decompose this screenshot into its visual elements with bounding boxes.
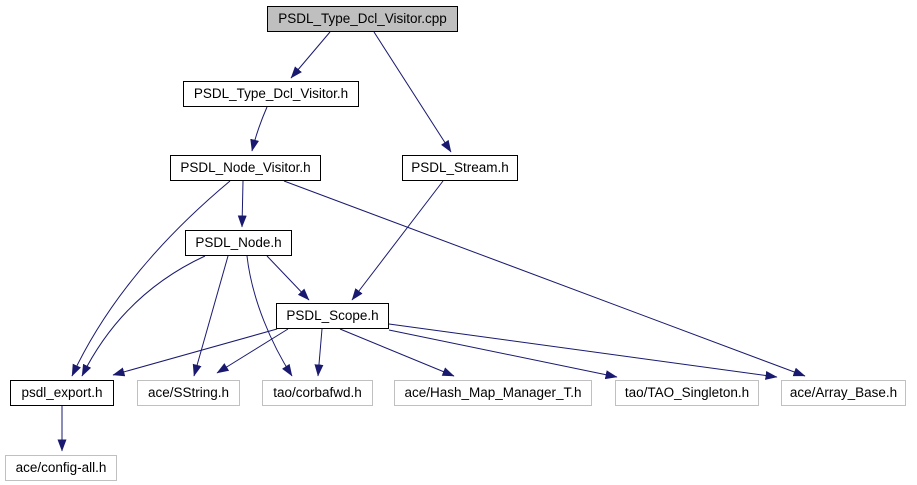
node-node[interactable]: PSDL_Node.h: [185, 230, 292, 256]
edge-node_visitor-to-node: [237, 180, 247, 228]
node-singleton: tao/TAO_Singleton.h: [615, 380, 759, 406]
edge-node-to-scope: [266, 255, 310, 301]
edge-scope-to-hashmap: [339, 328, 455, 377]
node-label: PSDL_Stream.h: [411, 160, 509, 176]
edge-node_visitor-to-export: [71, 180, 231, 377]
edge-node-to-export: [81, 255, 206, 377]
edge-scope-to-export: [112, 328, 278, 377]
edge-cpp-to-stream: [373, 31, 452, 153]
node-label: ace/Hash_Map_Manager_T.h: [404, 385, 582, 401]
node-configall: ace/config-all.h: [5, 455, 117, 481]
edge-scope-to-singleton: [388, 329, 618, 380]
node-scope[interactable]: PSDL_Scope.h: [276, 303, 389, 329]
edge-node-to-corbafwd: [246, 255, 293, 377]
node-node_visitor[interactable]: PSDL_Node_Visitor.h: [170, 155, 321, 181]
node-label: ace/config-all.h: [15, 460, 107, 476]
node-label: PSDL_Node_Visitor.h: [180, 160, 311, 176]
node-hashmap: ace/Hash_Map_Manager_T.h: [394, 380, 592, 406]
edge-stream-to-scope: [351, 180, 444, 301]
node-sstring: ace/SString.h: [137, 380, 240, 406]
node-corbafwd: tao/corbafwd.h: [262, 380, 373, 406]
edge-node_visitor-to-arraybase: [283, 180, 806, 377]
node-type_h[interactable]: PSDL_Type_Dcl_Visitor.h: [183, 81, 359, 107]
edge-scope-to-arraybase: [388, 323, 778, 380]
edge-type_h-to-node_visitor: [250, 106, 268, 152]
node-label: ace/SString.h: [147, 385, 230, 401]
node-export[interactable]: psdl_export.h: [10, 380, 114, 406]
node-label: tao/TAO_Singleton.h: [624, 385, 750, 401]
node-stream[interactable]: PSDL_Stream.h: [402, 155, 518, 181]
node-label: PSDL_Type_Dcl_Visitor.h: [193, 86, 349, 102]
edge-cpp-to-type_h: [290, 31, 331, 79]
edge-scope-to-corbafwd: [314, 328, 324, 377]
node-label: PSDL_Scope.h: [286, 308, 379, 324]
node-arraybase: ace/Array_Base.h: [781, 380, 906, 406]
node-label: PSDL_Node.h: [195, 235, 282, 251]
node-label: tao/corbafwd.h: [273, 385, 362, 401]
edge-scope-to-sstring: [216, 328, 289, 374]
edge-node-to-sstring: [192, 255, 229, 377]
node-cpp: PSDL_Type_Dcl_Visitor.cpp: [267, 6, 458, 32]
node-label: PSDL_Type_Dcl_Visitor.cpp: [278, 11, 447, 27]
node-label: ace/Array_Base.h: [789, 385, 898, 401]
node-label: psdl_export.h: [21, 385, 103, 401]
